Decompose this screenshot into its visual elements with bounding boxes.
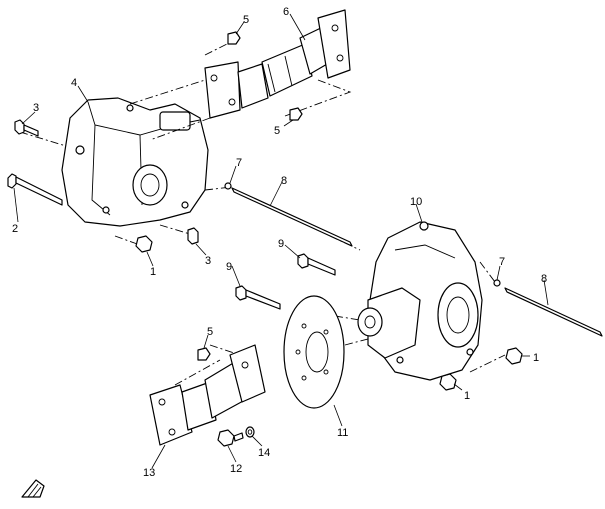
callout-10: 10 (410, 196, 422, 208)
callout-8: 8 (541, 273, 547, 285)
callout-labels: 1 1 1 2 3 3 4 5 5 5 6 7 7 8 8 9 9 10 11 … (12, 6, 547, 479)
callout-5: 5 (207, 326, 213, 338)
callout-11: 11 (337, 427, 348, 439)
callout-1: 1 (464, 390, 470, 402)
callout-9: 9 (226, 261, 232, 273)
callout-6: 6 (283, 6, 289, 18)
rear-final-drive (357, 221, 483, 381)
callout-7: 7 (236, 157, 242, 169)
front-gearcase (61, 97, 209, 227)
bolt-5 (197, 31, 303, 361)
bolt-2 (7, 173, 63, 206)
washer-14 (245, 426, 255, 438)
callout-5: 5 (274, 125, 280, 137)
callout-1: 1 (150, 266, 156, 278)
callout-12: 12 (230, 463, 242, 475)
leader-lines (13, 13, 549, 469)
nut-1 (135, 235, 523, 391)
callout-9: 9 (278, 238, 284, 250)
callout-3: 3 (33, 102, 39, 114)
callout-2: 2 (12, 223, 18, 235)
bolt-3 (14, 119, 199, 245)
front-arrow-icon (21, 479, 45, 498)
bolt-12 (217, 429, 244, 447)
long-bolt-lower (504, 287, 603, 337)
callout-3: 3 (205, 255, 211, 267)
front-drive-shaft (204, 9, 351, 119)
long-bolt-upper (231, 187, 353, 247)
callout-13: 13 (143, 467, 155, 479)
callout-5: 5 (243, 14, 249, 26)
callout-4: 4 (71, 77, 77, 89)
brake-disc (283, 295, 345, 409)
bolt-9 (235, 253, 336, 310)
rear-drive-shaft (149, 344, 266, 446)
callout-7: 7 (499, 256, 505, 268)
callout-8: 8 (281, 175, 287, 187)
callout-1: 1 (533, 352, 539, 364)
callout-14: 14 (258, 447, 270, 459)
